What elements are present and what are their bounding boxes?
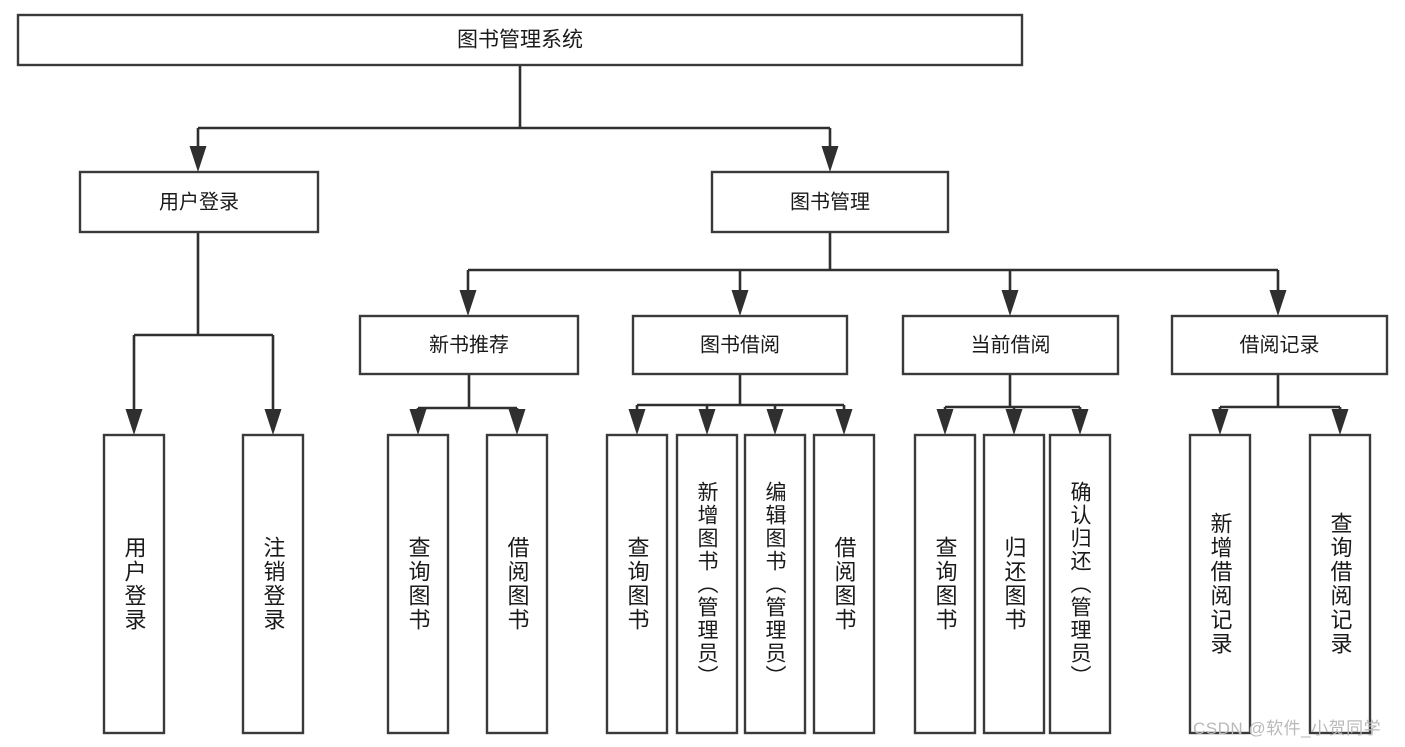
arrow-group-1-3 xyxy=(835,409,853,435)
arrow-group-0-0 xyxy=(409,409,427,435)
arrow-group-3-0 xyxy=(1211,409,1229,435)
node-box-leaf-11[interactable] xyxy=(1188,433,1252,735)
node-box-l3-0-label: 新书推荐 xyxy=(429,333,509,356)
node-box-l2-0-label: 用户登录 xyxy=(159,190,239,213)
node-box-root[interactable] xyxy=(16,13,1024,67)
node-box-l3-1[interactable] xyxy=(631,314,849,376)
arrow-group-2-1 xyxy=(1005,409,1023,435)
arrow-books-0 xyxy=(459,290,477,316)
node-box-leaf-2[interactable] xyxy=(386,433,450,735)
arrow-root-1 xyxy=(821,146,839,172)
node-box-l2-1-label: 图书管理 xyxy=(790,190,870,213)
connectors-layer xyxy=(125,65,1349,435)
arrow-books-2 xyxy=(1001,290,1019,316)
node-box-l3-3[interactable] xyxy=(1170,314,1389,376)
arrow-books-3 xyxy=(1269,290,1287,316)
node-box-leaf-1[interactable] xyxy=(241,433,305,735)
node-box-l3-2-label: 当前借阅 xyxy=(971,333,1051,356)
arrow-group-1-2 xyxy=(766,409,784,435)
node-box-leaf-12[interactable] xyxy=(1308,433,1372,735)
arrow-group-0-1 xyxy=(508,409,526,435)
arrow-group-1-1 xyxy=(698,409,716,435)
node-box-leaf-8[interactable] xyxy=(913,433,977,735)
arrow-group-2-2 xyxy=(1071,409,1089,435)
arrow-group-1-0 xyxy=(628,409,646,435)
arrow-group-3-1 xyxy=(1331,409,1349,435)
node-box-leaf-0[interactable] xyxy=(102,433,166,735)
node-box-l3-1-label: 图书借阅 xyxy=(700,333,780,356)
csdn-watermark: CSDN @软件_小贺同学 xyxy=(1193,719,1382,738)
node-box-l2-1[interactable] xyxy=(710,170,950,234)
node-box-leaf-6[interactable] xyxy=(743,433,807,735)
arrow-login-1 xyxy=(264,409,282,435)
arrow-books-1 xyxy=(731,290,749,316)
node-box-leaf-9[interactable] xyxy=(982,433,1046,735)
arrow-group-2-0 xyxy=(936,409,954,435)
arrow-root-0 xyxy=(189,146,207,172)
node-box-l3-0[interactable] xyxy=(358,314,580,376)
arrow-login-0 xyxy=(125,409,143,435)
node-box-leaf-4[interactable] xyxy=(605,433,669,735)
node-box-leaf-5[interactable] xyxy=(675,433,739,735)
node-box-l3-3-label: 借阅记录 xyxy=(1240,333,1320,356)
node-box-root-label: 图书管理系统 xyxy=(457,29,583,52)
node-box-leaf-10[interactable] xyxy=(1048,433,1112,735)
node-box-l3-2[interactable] xyxy=(901,314,1120,376)
node-box-l2-0[interactable] xyxy=(78,170,320,234)
node-box-leaf-7[interactable] xyxy=(812,433,876,735)
node-box-leaf-3[interactable] xyxy=(485,433,549,735)
